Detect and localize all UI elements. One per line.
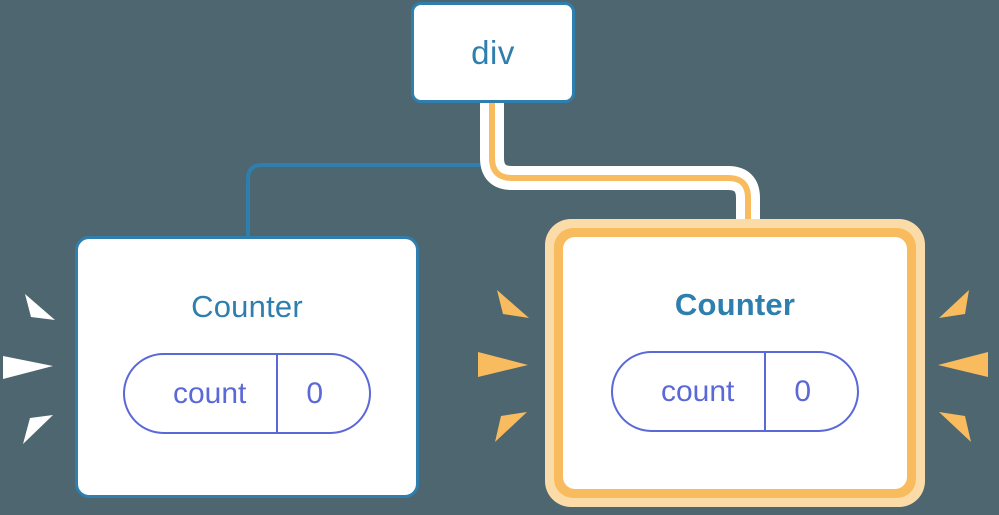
edge-div-to-counter-right	[489, 100, 751, 239]
sparkle-ray-icon	[23, 415, 53, 444]
state-value-left: 0	[306, 376, 324, 410]
edge-div-to-counter-right-halo	[480, 91, 760, 248]
sparkle-ray-icon	[478, 352, 528, 377]
state-key-left: count	[172, 376, 247, 410]
node-counter-right[interactable]: Counter count 0	[563, 237, 907, 489]
node-counter-right-highlight: Counter count 0	[545, 219, 925, 507]
state-pill-right: count 0	[610, 351, 860, 432]
sparkle-ray-icon	[495, 412, 527, 442]
sparkle-ray-icon	[939, 290, 969, 318]
state-value-right: 0	[794, 374, 812, 408]
node-counter-right-ring: Counter count 0	[554, 228, 916, 498]
sparkle-rays-left-white	[3, 284, 65, 454]
node-div[interactable]: div	[411, 2, 575, 103]
sparkle-rays-right-orange	[931, 280, 993, 450]
sparkle-ray-icon	[25, 294, 55, 320]
node-div-label: div	[471, 34, 515, 71]
sparkle-ray-icon	[3, 356, 53, 379]
node-counter-left[interactable]: Counter count 0	[75, 236, 419, 498]
state-key-right: count	[660, 374, 735, 408]
state-key-cell-left: count	[125, 355, 279, 432]
state-pill-left: count 0	[122, 353, 372, 434]
node-counter-right-title: Counter	[674, 287, 796, 322]
node-counter-left-title: Counter	[191, 289, 303, 324]
state-value-cell-left: 0	[278, 355, 369, 432]
state-value-cell-right: 0	[766, 353, 857, 430]
sparkle-ray-icon	[938, 352, 988, 377]
sparkle-ray-icon	[939, 412, 971, 442]
state-key-cell-right: count	[613, 353, 767, 430]
sparkle-ray-icon	[497, 290, 529, 318]
sparkle-rays-mid-orange	[473, 280, 535, 450]
edge-div-to-counter-left	[246, 101, 494, 240]
